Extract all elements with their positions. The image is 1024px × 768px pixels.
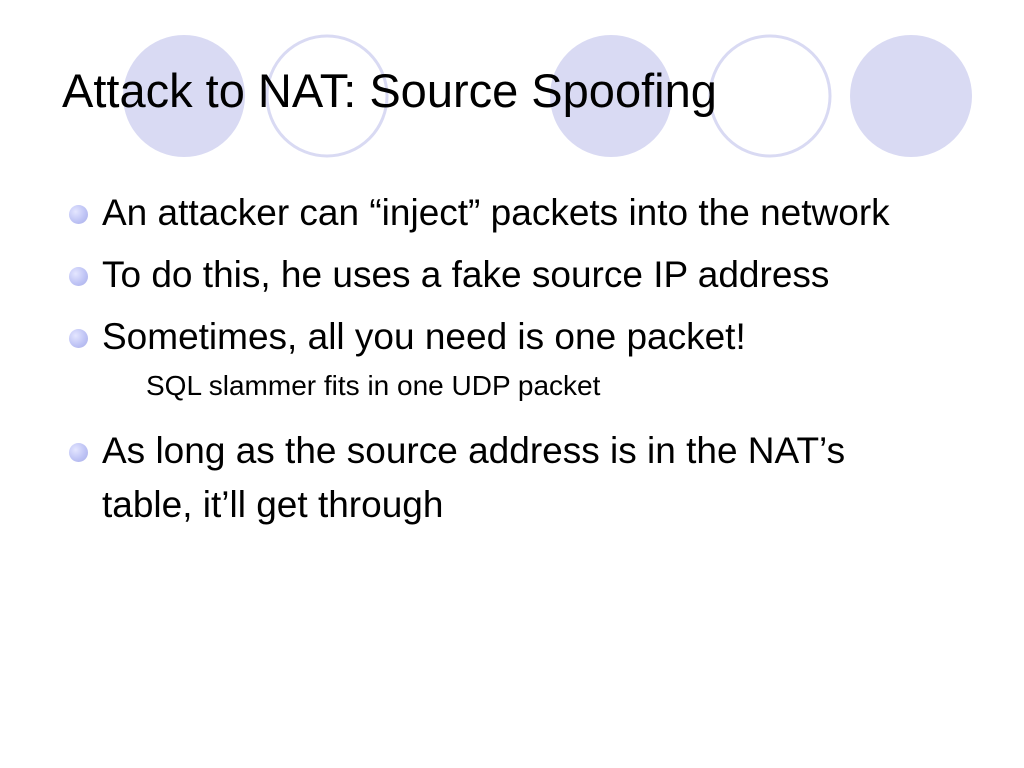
bullet-text: To do this, he uses a fake source IP add… — [102, 254, 830, 295]
bullet-item: An attacker can “inject” packets into th… — [0, 186, 922, 240]
bullet-dot-icon — [69, 443, 88, 462]
circle-decoration-icon — [265, 34, 389, 158]
bullet-item: Sometimes, all you need is one packet! — [0, 310, 922, 364]
bullet-text: An attacker can “inject” packets into th… — [102, 192, 890, 233]
circle-decoration-icon — [550, 35, 672, 157]
slide-title: Attack to NAT: Source Spoofing — [62, 64, 717, 117]
bullet-dot-icon — [69, 267, 88, 286]
sub-bullet-text: SQL slammer fits in one UDP packet — [146, 370, 601, 401]
bullet-dot-icon — [69, 329, 88, 348]
bullet-list: An attacker can “inject” packets into th… — [0, 186, 1024, 540]
circle-decoration-icon — [850, 35, 972, 157]
bullet-text: As long as the source address is in the … — [102, 430, 846, 525]
bullet-item: As long as the source address is in the … — [0, 424, 922, 532]
bullet-text: Sometimes, all you need is one packet! — [102, 316, 746, 357]
circle-decoration-icon — [708, 34, 832, 158]
sub-bullet-item: SQL slammer fits in one UDP packet — [0, 366, 1024, 406]
bullet-dot-icon — [69, 205, 88, 224]
circle-decoration — [123, 34, 972, 158]
circle-decoration-icon — [123, 35, 245, 157]
bullet-item: To do this, he uses a fake source IP add… — [0, 248, 922, 302]
